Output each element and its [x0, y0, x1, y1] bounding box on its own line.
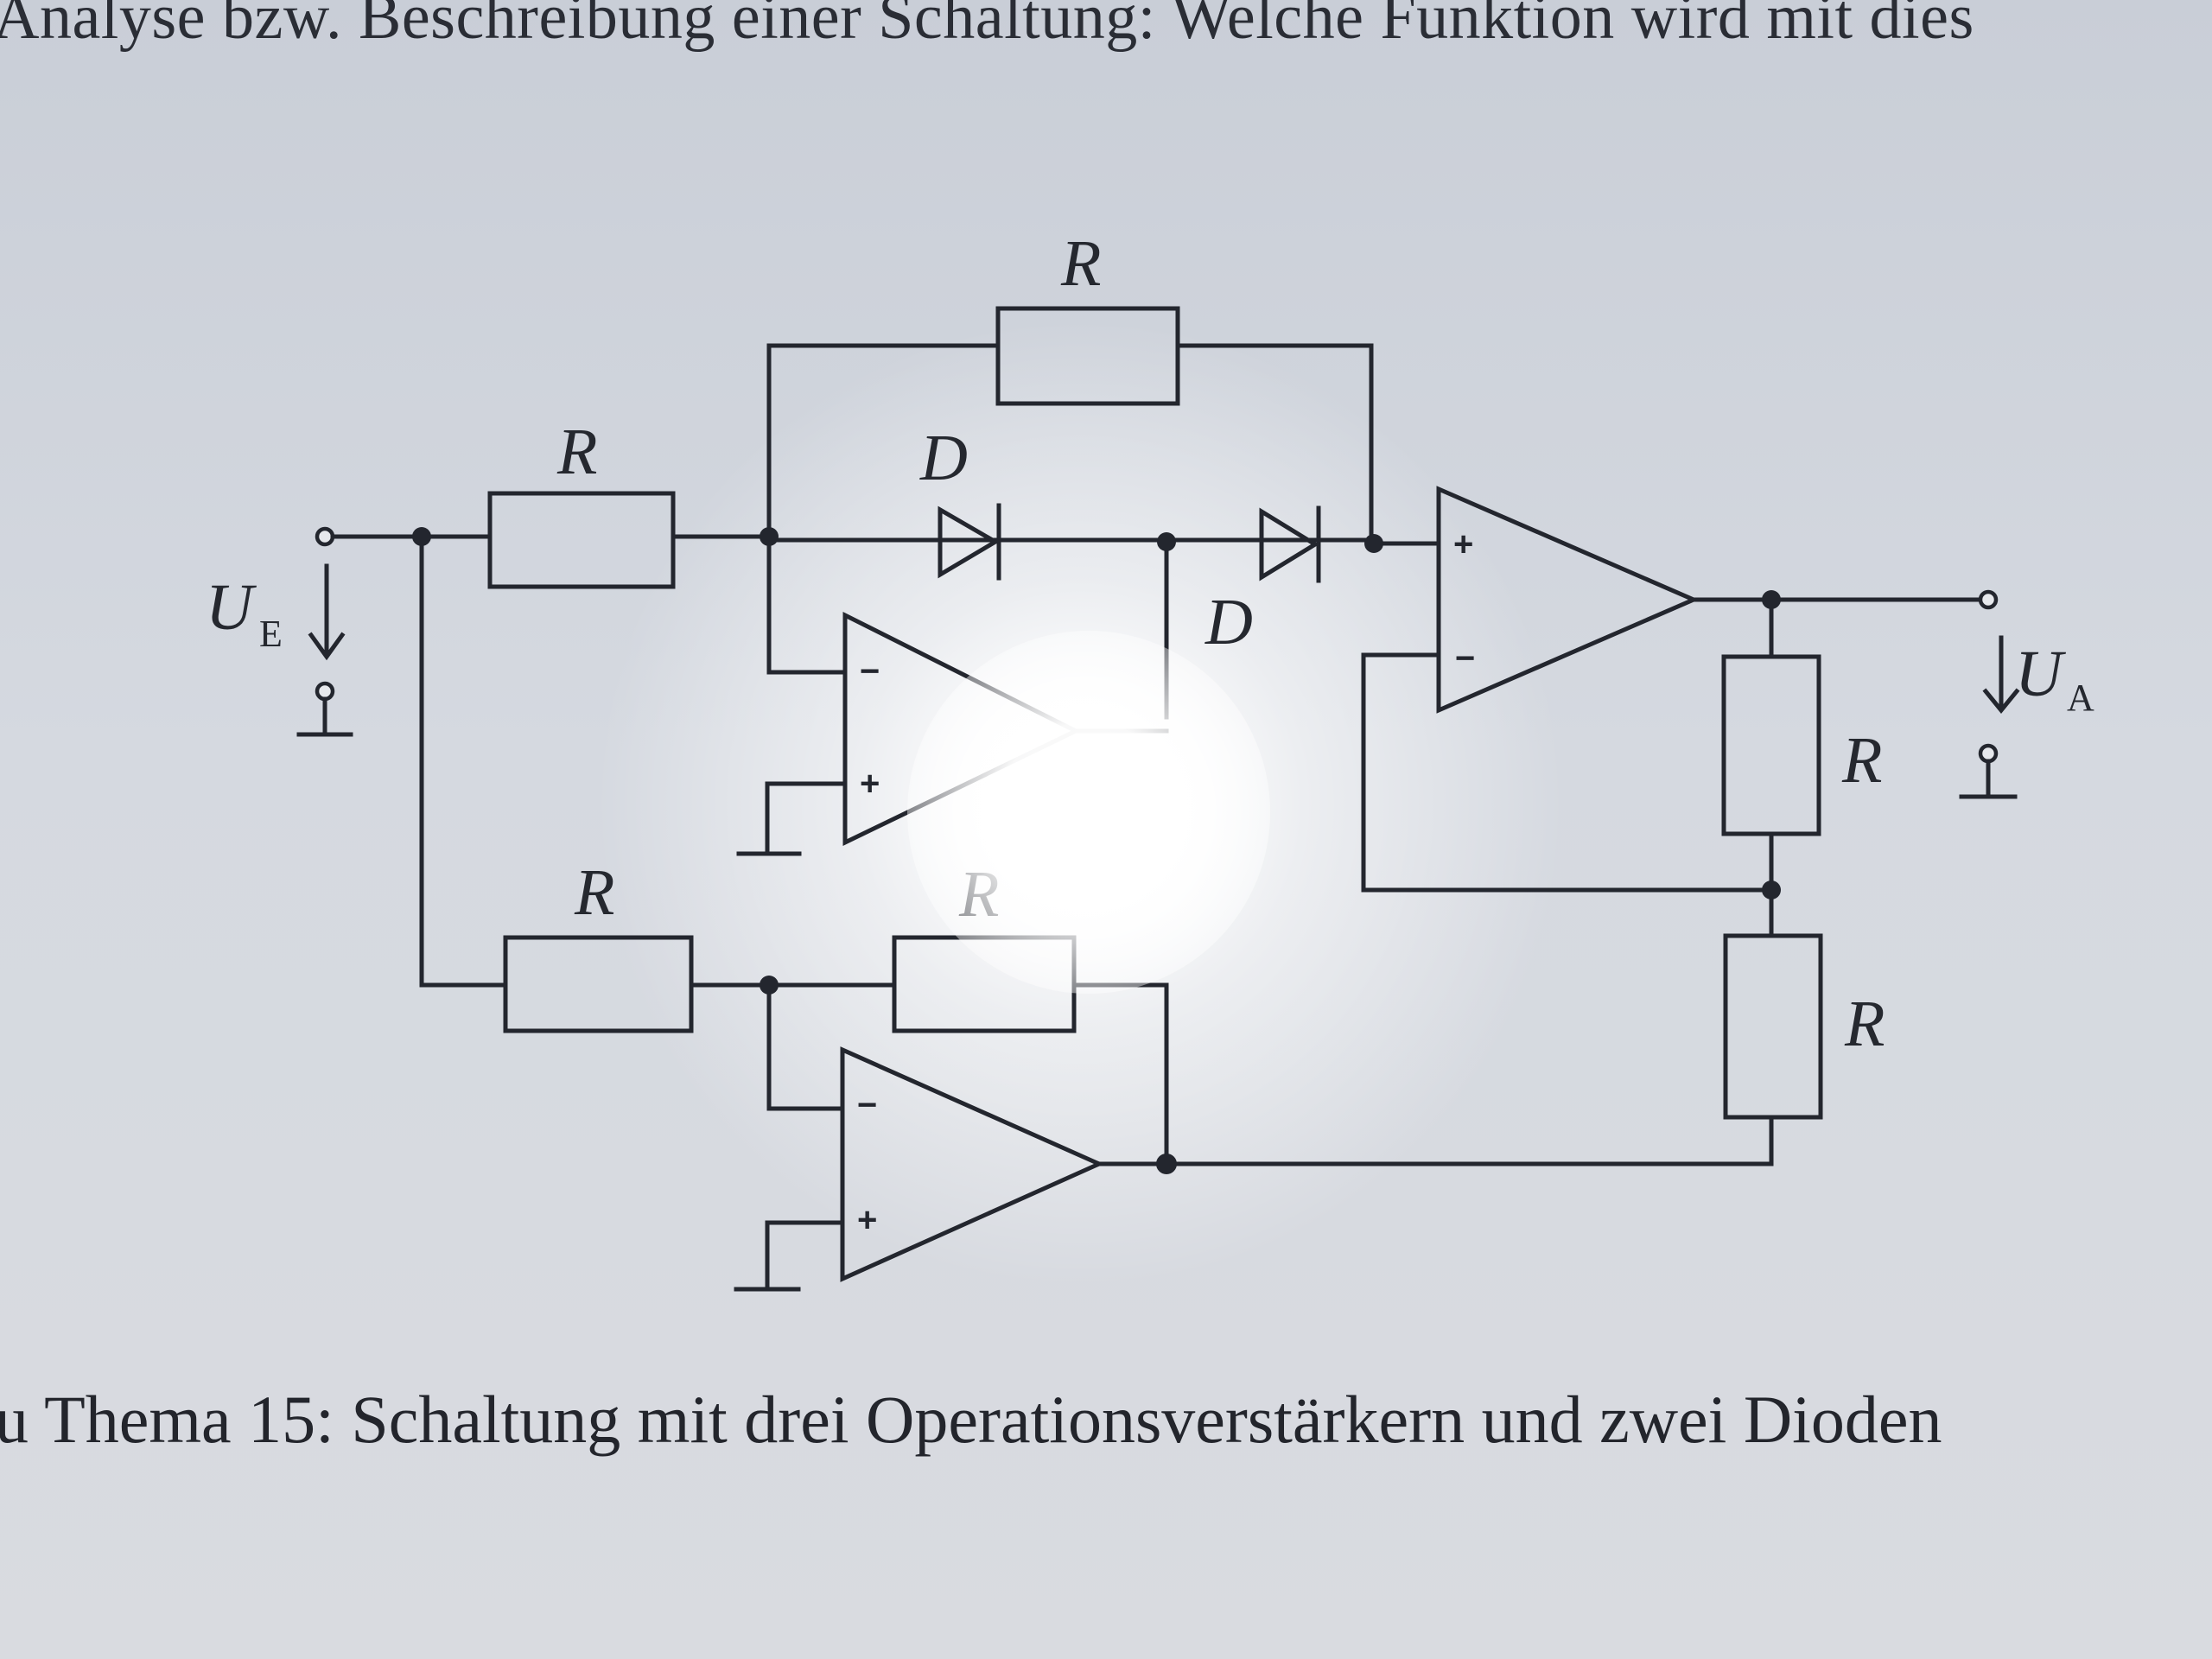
- diode-lower: [1259, 505, 1321, 583]
- svg-text:−: −: [860, 652, 880, 690]
- wire-divider-bottom: [1164, 1115, 1774, 1166]
- resistor-lower-feedback: [892, 935, 1077, 1033]
- ua-subscript: A: [2067, 677, 2094, 719]
- wire-top-left: [766, 343, 1001, 539]
- node-divider: [1762, 880, 1781, 899]
- svg-text:+: +: [1453, 525, 1473, 563]
- opamp-middle: − +: [842, 611, 1081, 846]
- figure-caption: u Thema 15: Schaltung mit drei Operation…: [0, 1382, 1942, 1457]
- resistor-input: [487, 491, 676, 589]
- opamp-right: + −: [1436, 486, 1700, 714]
- header-text: Analyse bzw. Beschreibung einer Schaltun…: [0, 0, 1974, 53]
- wire-opamp2-plus-ground: [765, 1220, 845, 1292]
- input-terminal: [296, 526, 353, 737]
- node-opamp2-out: [1156, 1154, 1177, 1174]
- opamp-bottom: − +: [840, 1046, 1105, 1282]
- svg-text:−: −: [857, 1086, 877, 1124]
- label-d-lower: D: [1205, 586, 1253, 658]
- label-r-right-upper: R: [1841, 724, 1882, 797]
- ue-subscript: E: [259, 613, 283, 655]
- label-r-lower-feedback: R: [958, 858, 999, 931]
- svg-text:−: −: [1455, 639, 1475, 677]
- wire-top-right: [1175, 343, 1374, 546]
- resistor-lower-input: [503, 935, 694, 1033]
- wire-opamp1-minus: [766, 534, 848, 675]
- resistor-right-upper: [1721, 654, 1821, 836]
- wire-lower-feedback: [1071, 982, 1169, 1166]
- wire-opamp2-minus: [766, 982, 845, 1111]
- svg-text:+: +: [857, 1201, 877, 1239]
- resistor-right-lower: [1723, 933, 1823, 1120]
- label-r-right-lower: R: [1844, 988, 1885, 1060]
- wire-opamp1-plus-ground: [765, 781, 848, 856]
- label-r-lower-input: R: [574, 856, 614, 929]
- ue-arrow: [308, 563, 346, 661]
- ua-label: U: [2015, 638, 2066, 710]
- svg-text:+: +: [860, 765, 880, 803]
- resistor-top: [995, 306, 1180, 406]
- label-r-top: R: [1060, 227, 1101, 300]
- label-r-input: R: [556, 416, 597, 488]
- diode-upper: [938, 503, 1001, 581]
- label-d-upper: D: [919, 422, 968, 494]
- ue-label: U: [206, 571, 257, 644]
- output-terminal: [1959, 589, 2018, 799]
- ua-arrow: [1982, 635, 2020, 714]
- wire-opamp3-minus-feedback: [1361, 652, 1774, 893]
- wire-lower-branch: [419, 534, 508, 988]
